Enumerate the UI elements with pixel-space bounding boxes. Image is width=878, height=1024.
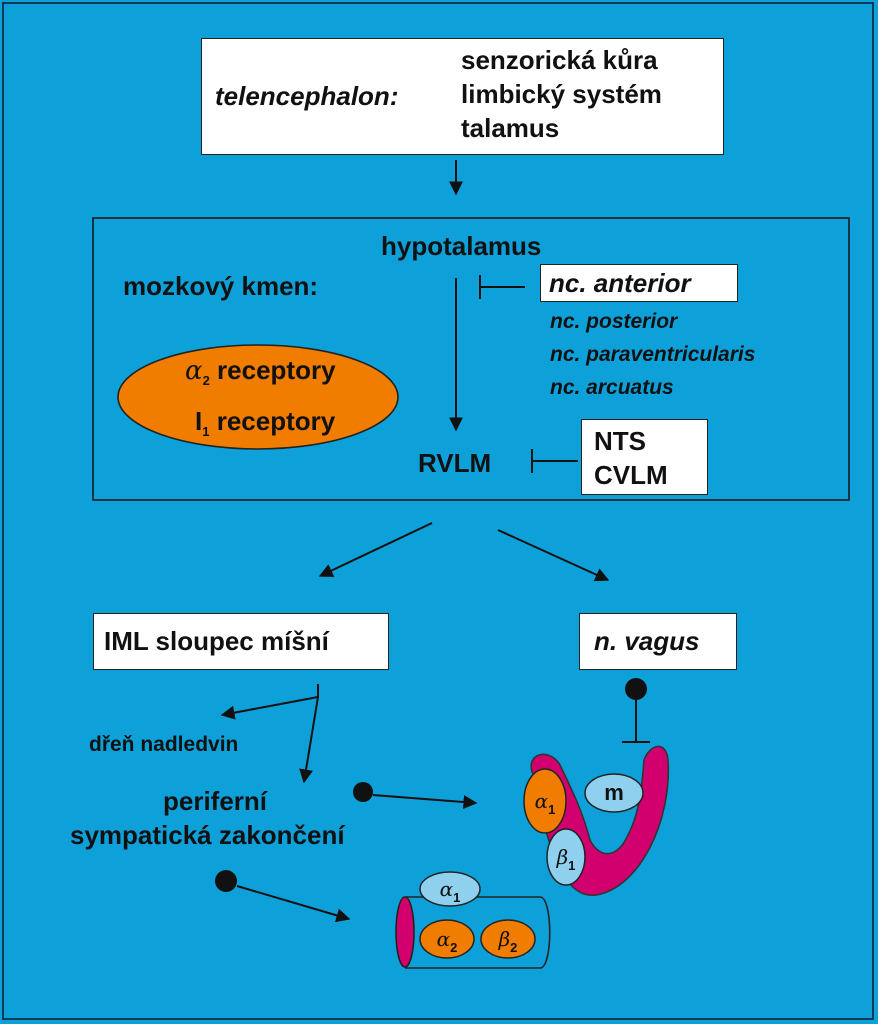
adrenal-medulla-label: dřeň nadledvin (89, 733, 239, 756)
vagus-box: n. vagus (579, 613, 737, 670)
telencephalon-item: talamus (461, 113, 560, 143)
inhibition-anterior-to-hypothalamus (479, 275, 525, 299)
nts-cvlm-box: NTS CVLM (581, 419, 708, 495)
arrow-to-peripheral-endings (299, 696, 319, 784)
nts-cvlm-list: NTS CVLM (594, 424, 668, 492)
arrow-to-iml (318, 522, 433, 577)
alpha2-receptor-line: α2 receptory (185, 350, 336, 401)
vessel-beta2-label: β2 (498, 927, 518, 955)
telencephalon-label: telencephalon: (215, 81, 399, 111)
vessel-alpha2-label: α2 (436, 927, 458, 955)
iml-label: IML sloupec míšní (104, 626, 329, 656)
arrow-to-vagus (497, 529, 610, 582)
receptor-ellipse (117, 344, 399, 450)
sympathetic-terminal-vessel (215, 870, 351, 923)
i-symbol: I (195, 406, 203, 436)
vessel-alpha2-oval (419, 919, 475, 959)
heart-m-label: m (604, 780, 624, 805)
vagus-label: n. vagus (594, 626, 700, 656)
vessel-beta2-oval (480, 919, 536, 959)
vagus-terminal (622, 678, 650, 743)
heart-beta1-label: β1 (556, 845, 576, 873)
i-subscript: 1 (202, 424, 210, 439)
peripheral-label-1: periferní (163, 786, 268, 816)
heart-beta1-oval (546, 828, 586, 886)
cvlm-label: CVLM (594, 460, 668, 490)
nc-anterior-label: nc. anterior (549, 268, 691, 298)
nucleus-item: nc. arcuatus (550, 376, 674, 399)
heart-m-oval (584, 773, 644, 813)
brainstem-label: mozkový kmen: (123, 271, 319, 301)
sympathetic-terminal-heart (353, 782, 478, 810)
telencephalon-box: telencephalon: senzorická kůra limbický … (201, 38, 724, 155)
heart-alpha1-oval (523, 768, 567, 834)
alpha-symbol: α (185, 356, 203, 386)
nc-anterior-box: nc. anterior (540, 264, 738, 302)
i1-receptor-text: receptory (216, 406, 336, 436)
nuclei-list: nc. posterior nc. paraventricularis nc. … (550, 305, 755, 404)
hypothalamus-label: hypotalamus (381, 231, 542, 261)
peripheral-label-2: sympatická zakončení (70, 820, 345, 850)
brainstem-panel-border (92, 217, 850, 501)
iml-box: IML sloupec míšní (93, 613, 389, 670)
telencephalon-item: limbický systém (461, 79, 662, 109)
nucleus-item: nc. posterior (550, 310, 678, 333)
i1-receptor-line: I1 receptory (185, 401, 336, 452)
receptor-ellipse-text: α2 receptory I1 receptory (185, 350, 336, 452)
alpha-subscript: 2 (202, 373, 210, 388)
heart-alpha1-label: α1 (534, 789, 556, 817)
vessel-alpha1-oval (419, 871, 481, 907)
alpha2-receptor-text: receptory (217, 355, 336, 385)
nts-label: NTS (594, 426, 646, 456)
telencephalon-items: senzorická kůra limbický systém talamus (461, 43, 662, 145)
rvlm-label: RVLM (418, 448, 492, 478)
nucleus-item: nc. paraventricularis (550, 343, 756, 366)
vessel-alpha1-label: α1 (439, 877, 461, 905)
telencephalon-item: senzorická kůra (461, 45, 658, 75)
inhibition-nts-to-rvlm (531, 449, 578, 473)
arrow-to-adrenal-medulla (220, 696, 319, 720)
